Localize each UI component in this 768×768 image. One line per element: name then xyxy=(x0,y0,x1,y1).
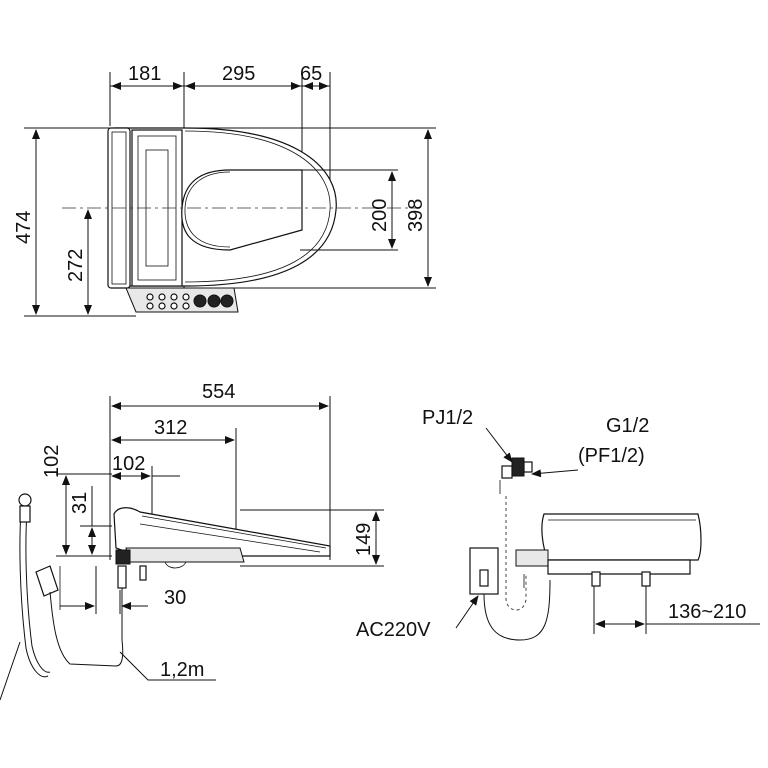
bolt-icon xyxy=(591,571,601,587)
top-view: 181 295 65 xyxy=(13,63,436,317)
bolt-icon xyxy=(139,565,147,581)
button-icon xyxy=(158,302,166,310)
install-power-cord xyxy=(483,579,551,641)
lid-edge xyxy=(141,515,327,549)
seat-inner-edge xyxy=(184,130,331,283)
leader-line xyxy=(0,641,21,701)
install-view: PJ1/2 G1/2 (PF1/2) AC220V 136~210 xyxy=(356,407,760,641)
valve-inlet xyxy=(501,465,513,479)
dim-102-v: 102 xyxy=(41,445,63,478)
plug-icon xyxy=(479,569,489,587)
dim-272: 272 xyxy=(65,249,87,282)
label-pf: (PF1/2) xyxy=(578,445,645,467)
label-pj: PJ1/2 xyxy=(422,407,473,429)
button-icon xyxy=(170,293,178,301)
water-inlet xyxy=(117,565,127,589)
bolt-icon xyxy=(641,571,651,587)
dim-149: 149 xyxy=(353,523,375,556)
leader-ac xyxy=(455,595,479,629)
button-icon xyxy=(146,302,154,310)
water-hose xyxy=(19,497,49,678)
panel-side xyxy=(515,549,549,567)
button-icon xyxy=(170,302,178,310)
valve-icon xyxy=(115,549,131,565)
button-icon xyxy=(182,293,190,301)
dim-312: 312 xyxy=(154,417,187,439)
button-icon xyxy=(193,294,207,308)
base-plate xyxy=(125,547,245,563)
label-g: G1/2 xyxy=(606,415,649,437)
dim-474: 474 xyxy=(13,211,35,244)
hose-nut xyxy=(19,505,31,523)
seat-base xyxy=(547,559,691,575)
bowl-opening xyxy=(181,169,303,251)
leader-cord xyxy=(119,651,216,681)
plug-icon xyxy=(35,565,59,597)
button-icon xyxy=(146,293,154,301)
valve-icon xyxy=(511,457,525,477)
dim-31: 31 xyxy=(69,492,91,514)
leader-g xyxy=(531,469,579,478)
water-hose-edge xyxy=(25,497,51,673)
button-icon xyxy=(220,294,234,308)
bowl-rim xyxy=(184,171,231,248)
dim-200: 200 xyxy=(369,199,391,232)
side-view: 554 312 102 102 31 149 xyxy=(0,381,384,701)
seat-edge xyxy=(139,523,321,553)
hose-fitting-icon xyxy=(18,493,32,507)
leader-pj xyxy=(485,427,513,463)
dim-295: 295 xyxy=(222,63,255,85)
button-icon xyxy=(158,293,166,301)
seat-front xyxy=(541,513,702,561)
label-ac: AC220V xyxy=(356,619,431,641)
dim-cord-length: 1,2m xyxy=(160,659,204,681)
button-icon xyxy=(182,302,190,310)
button-icon xyxy=(207,294,221,308)
dim-range: 136~210 xyxy=(668,601,746,623)
dim-102-h: 102 xyxy=(112,453,145,475)
power-cord xyxy=(49,588,124,667)
dim-30: 30 xyxy=(164,587,186,609)
dim-398: 398 xyxy=(405,199,427,232)
supply-pipe-bend xyxy=(505,574,527,611)
dim-65: 65 xyxy=(300,63,322,85)
control-buttons xyxy=(146,293,234,310)
nozzle-bump xyxy=(164,561,187,569)
valve-outlet xyxy=(523,461,533,473)
dim-554: 554 xyxy=(202,381,235,403)
dim-181: 181 xyxy=(128,63,161,85)
